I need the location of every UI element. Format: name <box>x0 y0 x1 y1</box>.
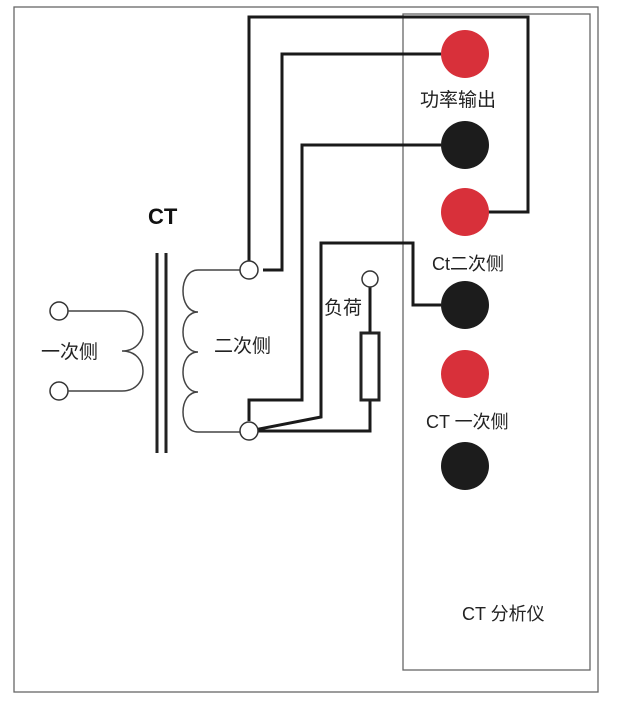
ct-primary-black-terminal <box>441 442 489 490</box>
ct-secondary-label: Ct二次侧 <box>432 254 504 274</box>
power-output-black-terminal <box>441 121 489 169</box>
ct-secondary-black-terminal <box>441 281 489 329</box>
load-label: 负荷 <box>324 297 362 319</box>
ct-primary-label: CT 一次侧 <box>426 412 509 432</box>
outer-frame <box>13 6 599 693</box>
wire-to-ct-sec-black <box>248 241 441 433</box>
secondary-side-label: 二次侧 <box>214 335 271 357</box>
wire-to-power-black <box>247 143 441 421</box>
secondary-coil <box>182 269 240 433</box>
ct-primary-red-terminal <box>441 350 489 398</box>
wires <box>247 15 530 433</box>
load-terminal <box>361 270 379 288</box>
wire-secondary-top-to-red <box>247 15 530 262</box>
primary-coil <box>68 310 144 392</box>
secondary-terminal-bottom <box>239 421 259 441</box>
primary-terminal-top <box>49 301 69 321</box>
primary-side-label: 一次侧 <box>41 341 98 363</box>
primary-terminal-bottom <box>49 381 69 401</box>
analyzer-label: CT 分析仪 <box>462 604 545 624</box>
power-output-red-terminal <box>441 30 489 78</box>
wire-to-power-red <box>263 52 441 272</box>
analyzer-box <box>402 13 591 671</box>
power-output-label: 功率输出 <box>420 89 496 111</box>
load-resistor <box>359 331 381 402</box>
ct-secondary-red-terminal <box>441 188 489 236</box>
wire-load-return <box>249 400 372 433</box>
ct-title: CT <box>148 204 178 229</box>
secondary-terminal-top <box>239 260 259 280</box>
